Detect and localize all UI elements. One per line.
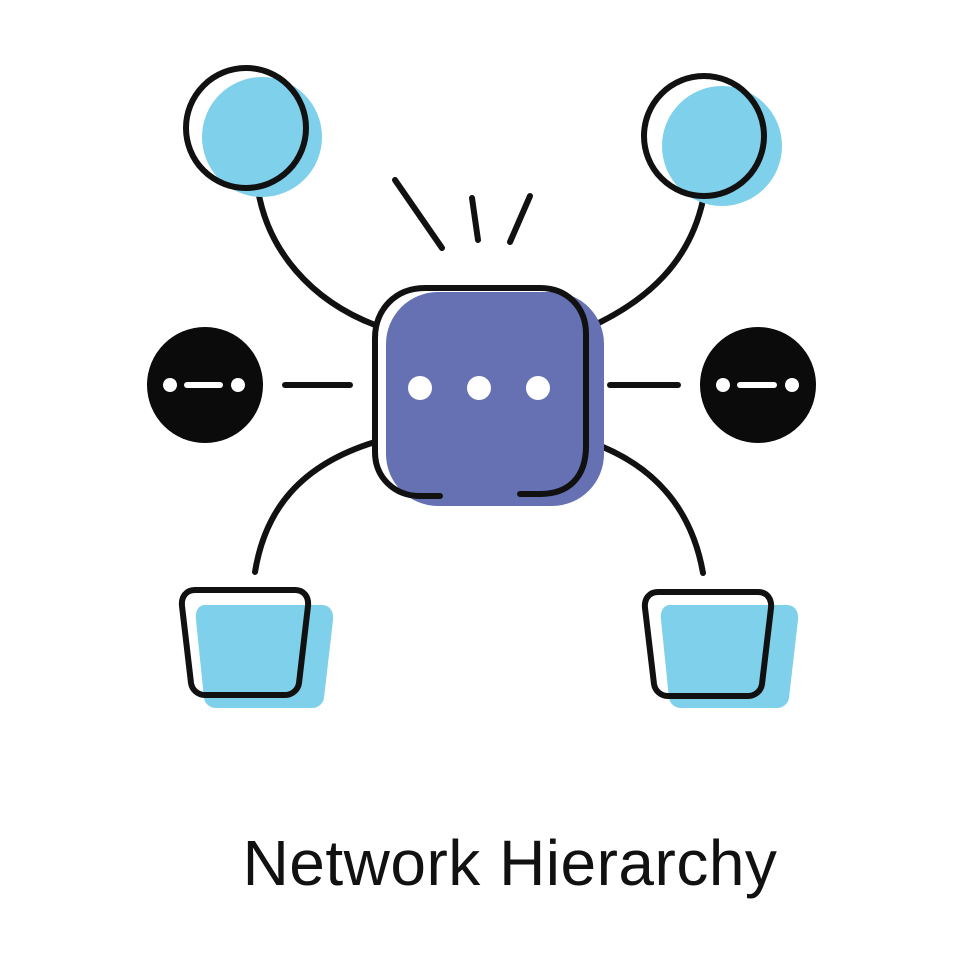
central-hub-node [372, 285, 604, 506]
signal-lines [392, 177, 533, 251]
bottom-left-square-node [178, 587, 334, 708]
hub-dot-3 [526, 376, 550, 400]
connector-bottom-right [587, 439, 706, 576]
connector-bottom-left [252, 439, 378, 575]
right-dark-node [700, 327, 816, 443]
connector-top-left [255, 187, 378, 328]
connector-top-right [585, 197, 706, 331]
connector-lines [252, 187, 706, 576]
top-left-circle-node [183, 65, 322, 197]
hub-dot-1 [408, 376, 432, 400]
icon-caption: Network Hierarchy [242, 827, 778, 899]
hub-dot-2 [467, 376, 491, 400]
bottom-right-square-node [641, 589, 799, 708]
left-dark-node [147, 327, 263, 443]
top-right-circle-node [641, 73, 782, 206]
